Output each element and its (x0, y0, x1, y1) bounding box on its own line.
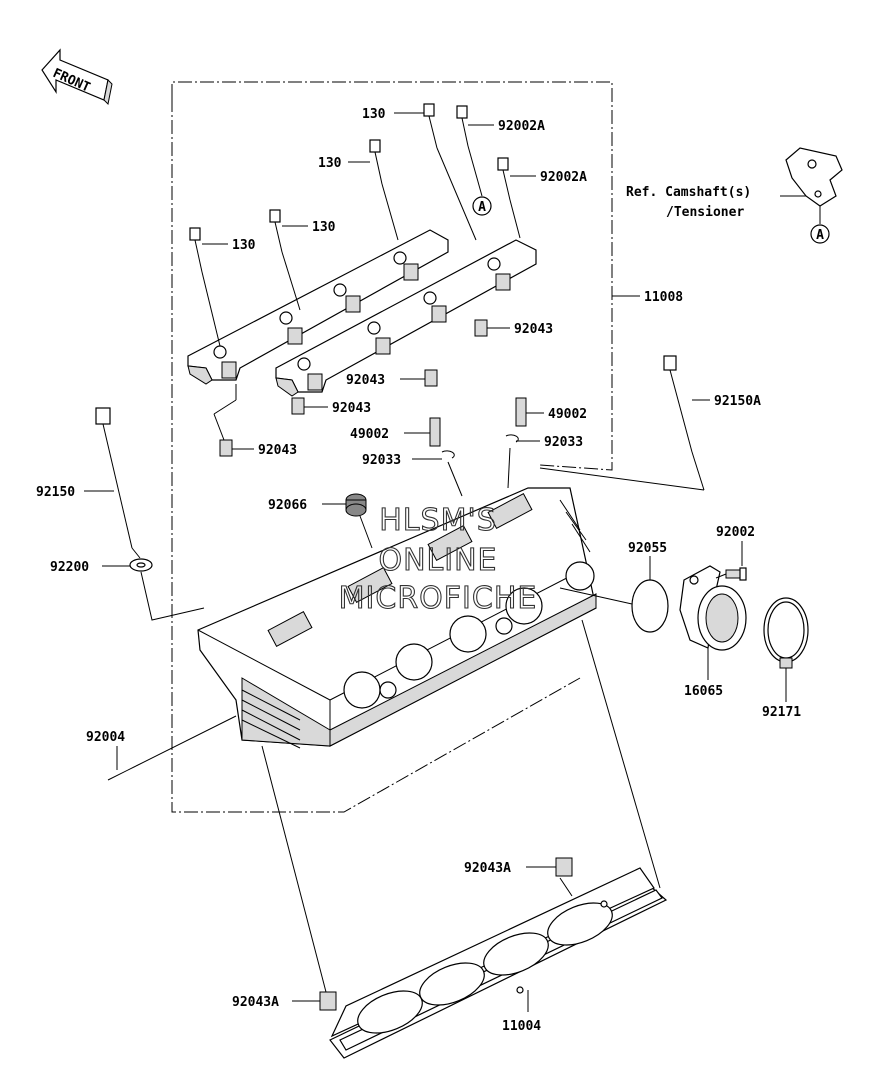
screw-92002 (725, 567, 747, 581)
intake-holder-16065 (679, 565, 747, 651)
label-92200: 92200 (50, 560, 89, 575)
clip-92033-left (441, 450, 455, 459)
dowel-pin-92043A-right (555, 857, 573, 877)
label-92043-center: 92043 (346, 373, 385, 388)
dowel-pin-92043A-left (319, 991, 337, 1011)
clamp-92171 (763, 597, 809, 669)
bolt-92002A-right (497, 157, 511, 201)
callout-lines (84, 112, 787, 1012)
watermark: HLSM'S ONLINE MICROFICHE (338, 502, 538, 616)
label-130-left-a: 130 (232, 238, 256, 253)
label-11004: 11004 (502, 1019, 541, 1034)
label-130-top: 130 (362, 107, 386, 122)
bolt-92002A-top (456, 105, 469, 147)
assembly-bracket (171, 81, 640, 813)
label-92033-right: 92033 (544, 435, 583, 450)
reference-line-1: Ref. Camshaft(s) (626, 185, 751, 200)
bolt-130-left-b (269, 209, 283, 253)
stud-bolt-92150 (95, 407, 141, 559)
circle-mark-a-top: A (472, 196, 492, 216)
dowel-pin-92043-left (219, 439, 233, 457)
camshaft-cap-left (187, 229, 449, 385)
valve-guide-49002-right (515, 397, 527, 427)
label-92043-right: 92043 (514, 322, 553, 337)
label-92002: 92002 (716, 525, 755, 540)
label-92043A-right: 92043A (464, 861, 511, 876)
head-gasket (329, 867, 668, 1059)
washer-92200 (129, 558, 153, 572)
label-92055: 92055 (628, 541, 667, 556)
reference-line-2: /Tensioner (666, 205, 744, 220)
stud-bolt-92150A (539, 355, 705, 491)
gasket-leader-lines (261, 619, 661, 993)
label-49002-right: 49002 (548, 407, 587, 422)
plug-92066 (345, 493, 367, 517)
camshaft-cap-right (275, 239, 537, 397)
front-arrow-icon: FRONT (41, 48, 113, 106)
valve-guide-49002-left (429, 417, 441, 447)
watermark-line-2: ONLINE (378, 543, 497, 578)
dowel-pin-92043-lower (291, 397, 305, 415)
label-92043-left: 92043 (258, 443, 297, 458)
dowel-pin-92043-right (474, 319, 488, 337)
ref-bracket-icon (785, 147, 843, 207)
label-92004: 92004 (86, 730, 125, 745)
cylinder-head (197, 487, 597, 749)
label-92150A: 92150A (714, 394, 761, 409)
label-92043-lower: 92043 (332, 401, 371, 416)
bolt-130-top (423, 103, 438, 149)
bolt-130-mid (369, 139, 383, 185)
label-92171: 92171 (762, 705, 801, 720)
label-130-mid: 130 (318, 156, 342, 171)
label-92002A-right: 92002A (540, 170, 587, 185)
label-92066: 92066 (268, 498, 307, 513)
label-130-left-b: 130 (312, 220, 336, 235)
bolt-leader-lines (201, 145, 521, 347)
label-92033-left: 92033 (362, 453, 401, 468)
label-92043A-left: 92043A (232, 995, 279, 1010)
label-16065: 16065 (684, 684, 723, 699)
circle-mark-a-ref-text: A (816, 228, 824, 243)
label-92150: 92150 (36, 485, 75, 500)
watermark-line-3: MICROFICHE (339, 581, 538, 616)
circle-mark-a-top-text: A (478, 200, 486, 215)
label-49002-left: 49002 (350, 427, 389, 442)
label-92002A-top: 92002A (498, 119, 545, 134)
o-ring-92055 (631, 579, 669, 633)
circle-mark-a-ref: A (810, 224, 830, 244)
label-11008: 11008 (644, 290, 683, 305)
stud-92004 (107, 715, 237, 781)
bolt-130-left-a (189, 227, 203, 273)
watermark-line-1: HLSM'S (379, 503, 497, 538)
dowel-pin-92043-center (424, 369, 438, 387)
